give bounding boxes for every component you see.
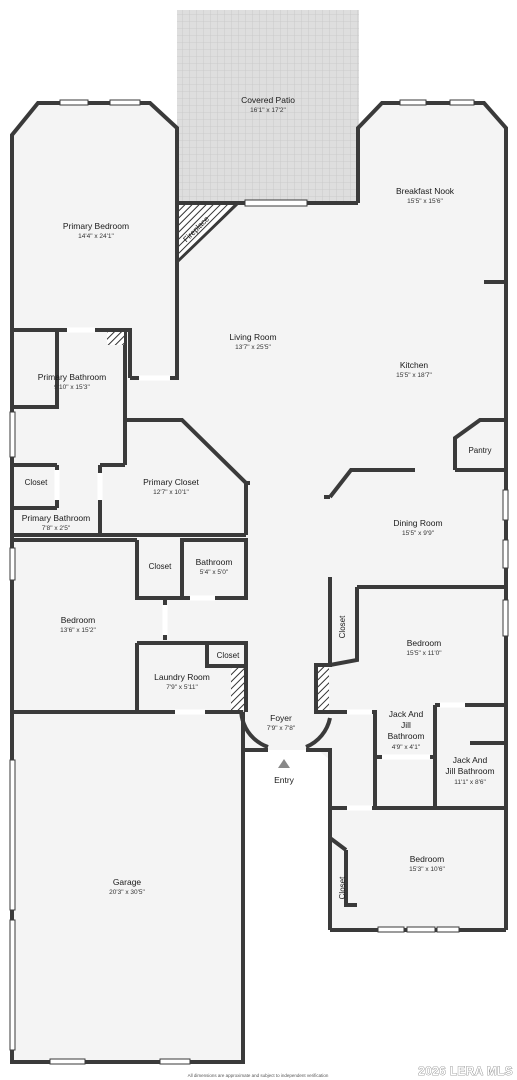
primary-closet-dims: 12'7" x 10'1": [153, 489, 189, 496]
dining-room-name: Dining Room: [393, 518, 442, 528]
breakfast-nook-dims: 15'5" x 15'6": [407, 198, 443, 205]
bedroom-south-dims: 15'3" x 10'6": [409, 866, 445, 873]
bedroom-east-name: Bedroom: [407, 638, 442, 648]
primary-closet-name: Primary Closet: [143, 477, 199, 487]
primary-bathroom-dims: 9'10" x 15'3": [54, 384, 90, 391]
bedroom-south-name: Bedroom: [410, 854, 445, 864]
garage-name: Garage: [113, 877, 142, 887]
laundry-room-dims: 7'9" x 5'11": [166, 684, 198, 691]
covered-patio-floor: [177, 10, 359, 203]
breakfast-nook-name: Breakfast Nook: [396, 186, 455, 196]
primary-bathroom-2-name: Primary Bathroom: [22, 513, 91, 523]
living-room-name: Living Room: [229, 332, 276, 342]
foyer-dims: 7'9" x 7'8": [267, 725, 296, 732]
door-openings: [54, 327, 465, 811]
dining-room-dims: 15'5" x 9'9": [402, 530, 435, 537]
bedroom-west-dims: 13'6" x 15'2": [60, 627, 96, 634]
garage-dims: 20'3" x 30'5": [109, 889, 145, 896]
primary-bathroom-2-dims: 7'8" x 2'5": [42, 525, 71, 532]
jack-jill-large-dims: 11'1" x 8'6": [454, 779, 486, 786]
entry-arrow-icon: [278, 759, 290, 768]
kitchen-dims: 15'5" x 18'7": [396, 372, 432, 379]
closet-label-east-bedroom: Closet: [338, 615, 347, 638]
bedroom-east-dims: 15'5" x 11'0": [406, 650, 442, 657]
windows: [9, 99, 509, 1065]
jack-jill-small-name-1: Jack And: [389, 709, 424, 719]
floors: [12, 10, 506, 1062]
bedroom-hatch: [318, 667, 329, 710]
primary-bedroom-name: Primary Bedroom: [63, 221, 129, 231]
closet-label-primary: Closet: [25, 478, 48, 487]
kitchen-name: Kitchen: [400, 360, 429, 370]
covered-patio-name: Covered Patio: [241, 95, 295, 105]
jack-jill-small-dims: 4'9" x 4'1": [392, 744, 421, 751]
closet-label-hall: Closet: [149, 562, 172, 571]
jack-jill-large-name-1: Jack And: [453, 755, 488, 765]
bathroom-dims: 5'4" x 5'0": [200, 569, 229, 576]
pantry-label: Pantry: [468, 446, 491, 455]
closet-label-laundry: Closet: [217, 651, 240, 660]
bathroom-name: Bathroom: [196, 557, 233, 567]
house-floor: [12, 103, 506, 1062]
jack-jill-large-name-2: Jill Bathroom: [445, 766, 494, 776]
laundry-room-name: Laundry Room: [154, 672, 210, 682]
bathroom-hatch: [107, 332, 124, 345]
mls-watermark: 2026 LERA MLS: [418, 1064, 513, 1078]
laundry-hatch: [231, 668, 244, 710]
entry-label: Entry: [274, 775, 295, 785]
bedroom-west-name: Bedroom: [61, 615, 96, 625]
fireplace-hatch: [179, 205, 234, 258]
disclaimer-text: All dimensions are approximate and subje…: [188, 1073, 329, 1078]
living-room-dims: 13'7" x 25'5": [235, 344, 271, 351]
covered-patio-dims: 16'1" x 17'2": [250, 107, 286, 114]
closet-label-south-bedroom: Closet: [338, 876, 347, 899]
primary-bathroom-name: Primary Bathroom: [38, 372, 107, 382]
jack-jill-small-name-3: Bathroom: [388, 731, 425, 741]
jack-jill-small-name-2: Jill: [401, 720, 411, 730]
foyer-name: Foyer: [270, 713, 292, 723]
primary-bedroom-dims: 14'4" x 24'1": [78, 233, 114, 240]
